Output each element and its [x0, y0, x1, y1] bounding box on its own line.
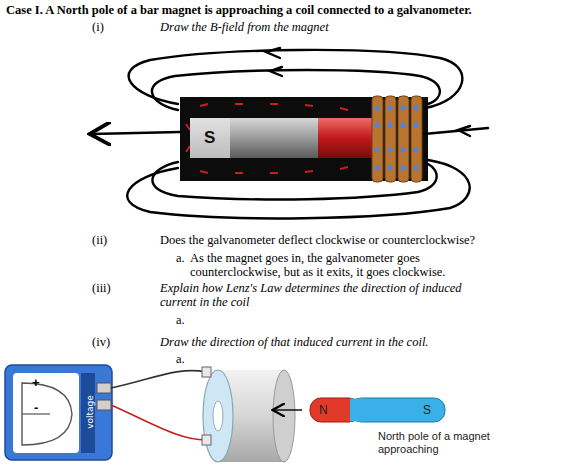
item-number: (ii) [92, 233, 107, 247]
answer-text: As the magnet goes in, the galvanometer … [190, 251, 452, 279]
item-number: (i) [92, 20, 104, 34]
answer-letter: a. [176, 251, 185, 265]
question-text: Explain how Lenz's Law determines the di… [160, 281, 478, 309]
terminal-sign: - [34, 401, 38, 415]
answer-letter: a. [176, 352, 185, 366]
bar-magnet [274, 398, 445, 422]
question-text: Does the galvanometer deflect clockwise … [160, 233, 490, 247]
question-text: Draw the direction of that induced curre… [160, 335, 480, 349]
question-text: Draw the B-field from the magnet [160, 20, 460, 34]
field-lines [92, 48, 488, 218]
wire [111, 371, 206, 388]
bar-magnet: NS [310, 398, 445, 422]
title-text: Case I. A North pole of a bar magnet is … [6, 3, 556, 17]
pole-label: S [204, 128, 215, 148]
pole-label: N [319, 403, 328, 417]
item-number: (iii) [92, 281, 111, 295]
pole-label: S [423, 403, 431, 417]
bar-magnet: S [190, 118, 318, 158]
galvanometer-box: + - voltage [5, 365, 112, 460]
magnet-photo [180, 96, 428, 182]
item-number: (iv) [92, 335, 110, 349]
caption-text: North pole of a magnet approaching [378, 430, 528, 456]
answer-letter: a. [176, 313, 185, 327]
coil [202, 367, 295, 462]
meter-label: voltage [85, 387, 95, 437]
wire [111, 405, 206, 440]
galvanometer [5, 365, 112, 460]
terminal-sign: + [32, 376, 40, 390]
